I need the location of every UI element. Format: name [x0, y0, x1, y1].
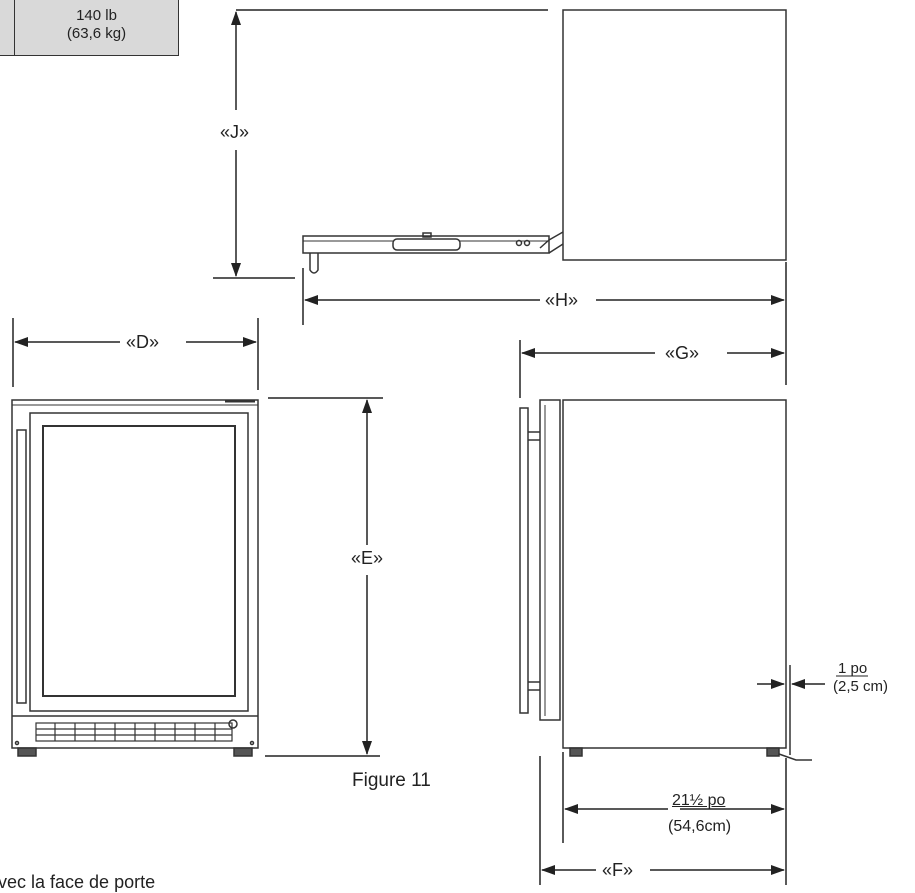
- dimension-g: [519, 340, 785, 398]
- dimension-j: [213, 9, 548, 279]
- weight-metric: (63,6 kg): [66, 25, 127, 42]
- dimension-e: [265, 397, 383, 757]
- gap-metric: (2,5 cm): [833, 678, 889, 695]
- open-door-side-view: [302, 9, 787, 274]
- label-e: «E»: [349, 548, 386, 568]
- closed-side-view: [519, 399, 812, 761]
- dimension-d: [12, 318, 259, 390]
- front-vent-grille: [35, 722, 233, 742]
- gap-imperial: 1 po: [838, 660, 868, 677]
- side-handle: [519, 407, 529, 714]
- label-g: «G»: [663, 343, 702, 363]
- cabinet-side-top: [562, 9, 787, 261]
- door-foot: [309, 253, 319, 274]
- dimension-gap: [757, 675, 868, 689]
- bottom-text: vec la face de porte: [0, 872, 156, 892]
- side-door: [539, 399, 561, 721]
- front-foot-right: [233, 747, 253, 757]
- depth-imperial: 21½ po: [672, 792, 726, 809]
- side-cabinet: [562, 399, 787, 749]
- front-handle: [16, 429, 27, 704]
- label-j: «J»: [218, 122, 252, 142]
- dimension-depth: [539, 752, 787, 885]
- weight-imperial: 140 lb: [76, 7, 117, 24]
- figure-caption: Figure 11: [352, 770, 431, 791]
- label-d: «D»: [124, 332, 162, 352]
- front-glass: [42, 425, 236, 697]
- side-foot-left: [569, 747, 583, 757]
- front-foot-left: [17, 747, 37, 757]
- front-lock: [228, 719, 238, 729]
- front-door-frame: [29, 412, 249, 712]
- front-cabinet: [11, 399, 259, 749]
- side-foot-right: [766, 747, 780, 757]
- front-view: [11, 399, 259, 757]
- depth-metric: (54,6cm): [668, 818, 732, 835]
- label-h: «H»: [543, 290, 581, 310]
- open-door-handle: [392, 238, 461, 251]
- weight-table-cell: 140 lb (63,6 kg): [14, 0, 179, 56]
- dimension-h: [302, 262, 787, 385]
- label-f: «F»: [600, 860, 636, 880]
